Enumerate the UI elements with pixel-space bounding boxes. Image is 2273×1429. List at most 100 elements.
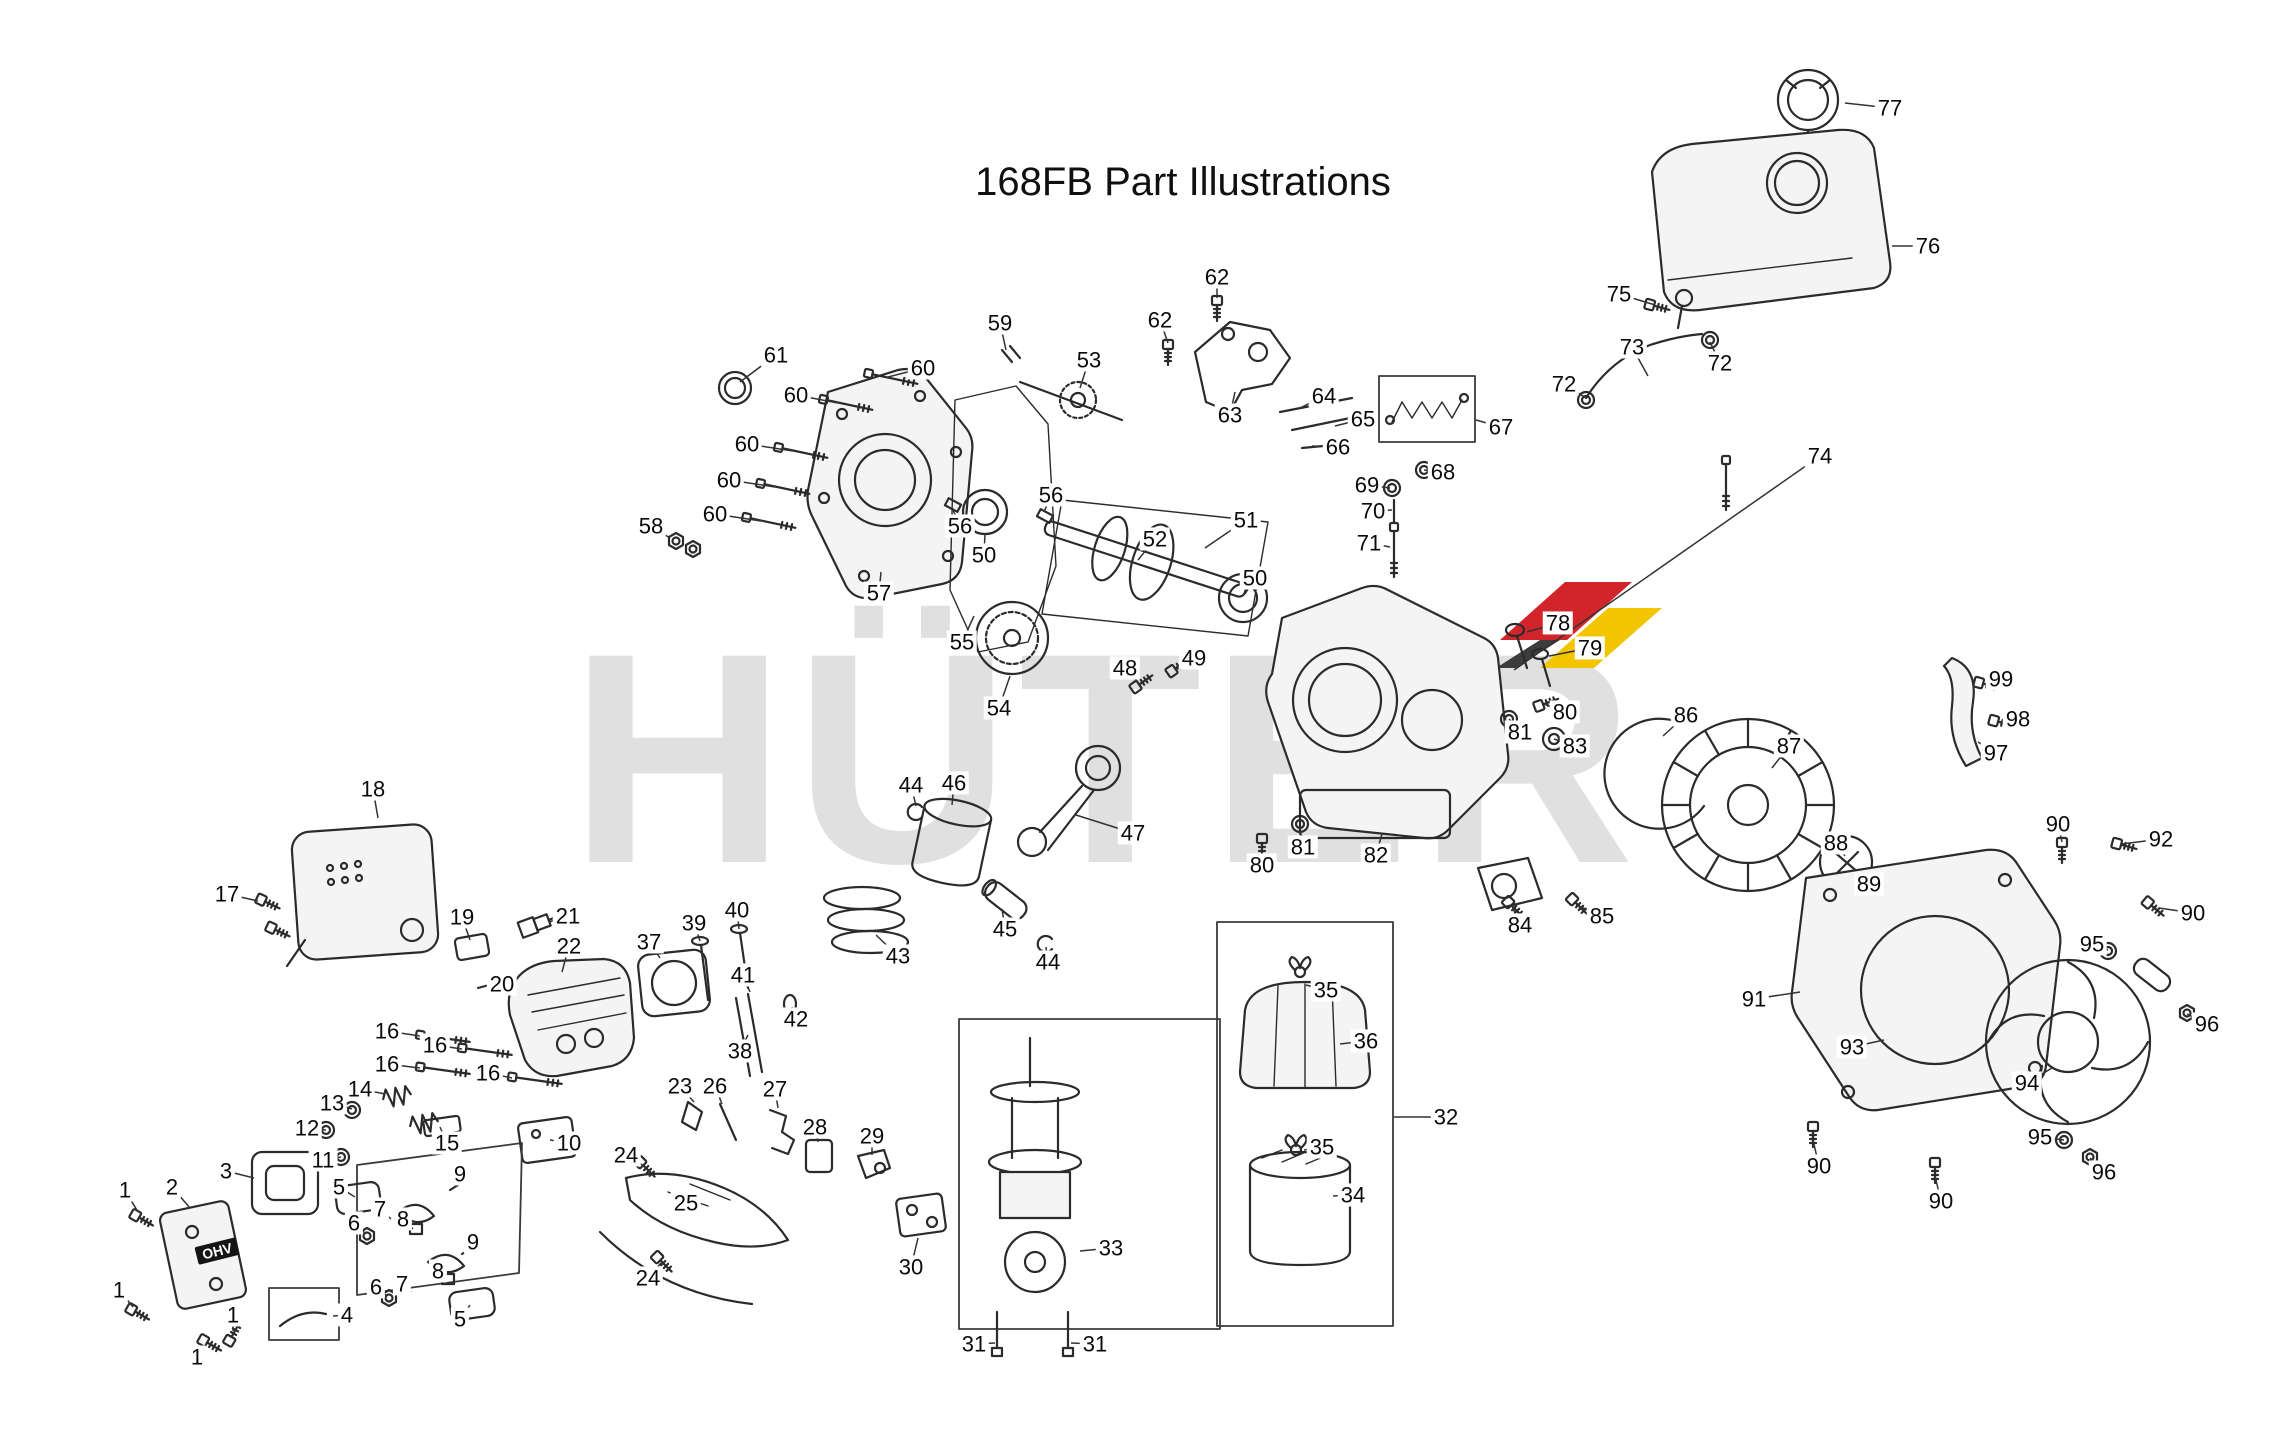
crankshaft [1041, 499, 1269, 637]
part-number-label: 14 [344, 1077, 376, 1101]
part-number-label: 74 [1804, 444, 1836, 468]
part-number-label: 23 [664, 1074, 696, 1098]
part-number-label: 56 [1035, 483, 1067, 507]
part-number-label: 22 [553, 934, 585, 958]
part-number-label: 69 [1351, 473, 1383, 497]
part-number-label: 99 [1985, 667, 2017, 691]
muffler-stay [1942, 656, 1984, 768]
part-number-label: 1 [109, 1278, 129, 1302]
part-number-label: 5 [450, 1307, 470, 1331]
part-number-label: 60 [713, 468, 745, 492]
flywheel [1660, 717, 1836, 893]
part-number-label: 16 [472, 1061, 504, 1085]
part-number-label: 48 [1109, 656, 1141, 680]
part-number-label: 35 [1306, 1135, 1338, 1159]
part-number-label: 52 [1139, 527, 1171, 551]
part-number-label: 21 [552, 904, 584, 928]
part-number-label: 75 [1603, 282, 1635, 306]
part-number-label: 19 [446, 905, 478, 929]
part-number-label: 82 [1360, 843, 1392, 867]
part-number-label: 20 [486, 972, 518, 996]
part-number-label: 47 [1117, 821, 1149, 845]
part-number-label: 50 [1239, 566, 1271, 590]
part-number-label: 26 [699, 1074, 731, 1098]
piston [911, 797, 993, 887]
part-number-label: 83 [1559, 734, 1591, 758]
piston-rings [822, 885, 910, 955]
part-number-label: 70 [1357, 499, 1389, 523]
part-number-label: 61 [760, 343, 792, 367]
part-number-label: 54 [983, 696, 1015, 720]
intake-spacer [895, 1192, 947, 1238]
part-number-label: 34 [1337, 1183, 1369, 1207]
part-number-label: 36 [1350, 1029, 1382, 1053]
part-number-label: 68 [1427, 460, 1459, 484]
part-number-label: 60 [731, 432, 763, 456]
part-number-label: 88 [1820, 831, 1852, 855]
part-number-label: 8 [393, 1207, 413, 1231]
part-number-label: 16 [371, 1019, 403, 1043]
fuel-hose [1576, 297, 1720, 410]
connecting-rod [1016, 744, 1122, 858]
piston-pin [981, 878, 1028, 921]
part-number-label: 84 [1504, 913, 1536, 937]
part-number-label: 4 [337, 1303, 357, 1327]
part-number-label: 17 [211, 882, 243, 906]
part-number-label: 77 [1874, 96, 1906, 120]
part-number-label: 30 [895, 1255, 927, 1279]
fuel-tank [1650, 128, 1892, 330]
part-number-label: 39 [678, 911, 710, 935]
part-number-label: 41 [727, 963, 759, 987]
oil-seal [717, 370, 753, 406]
part-number-label: 44 [1032, 950, 1064, 974]
part-number-label: 60 [699, 502, 731, 526]
part-number-label: 90 [2042, 812, 2074, 836]
part-number-label: 96 [2191, 1012, 2223, 1036]
part-number-label: 50 [968, 543, 1000, 567]
breather-tube-box [268, 1287, 340, 1341]
part-number-label: 42 [780, 1007, 812, 1031]
part-number-label: 10 [553, 1131, 585, 1155]
crankcase-cover [806, 367, 974, 600]
part-number-label: 62 [1144, 308, 1176, 332]
part-number-label: 33 [1095, 1236, 1127, 1260]
part-number-label: 6 [344, 1211, 364, 1235]
balancer-shaft [1000, 344, 1124, 422]
ignition-coil [1476, 856, 1592, 922]
muffler [285, 823, 440, 968]
part-number-label: 80 [1246, 853, 1278, 877]
part-number-label: 85 [1586, 904, 1618, 928]
part-number-label: 28 [799, 1115, 831, 1139]
part-number-label: 31 [1079, 1332, 1111, 1356]
part-number-label: 81 [1287, 835, 1319, 859]
part-number-label: 97 [1980, 741, 2012, 765]
part-number-label: 57 [863, 581, 895, 605]
part-number-label: 95 [2024, 1125, 2056, 1149]
part-number-label: 55 [946, 630, 978, 654]
part-number-label: 43 [882, 944, 914, 968]
part-number-label: 98 [2002, 707, 2034, 731]
part-number-label: 64 [1308, 384, 1340, 408]
part-number-label: 66 [1322, 435, 1354, 459]
charging-coil [1603, 717, 1706, 830]
engine-mount-bolt [1720, 454, 1732, 512]
part-number-label: 11 [308, 1148, 338, 1172]
recoil-starter [1984, 957, 2172, 1126]
part-number-label: 3 [216, 1159, 236, 1183]
part-number-label: 9 [463, 1230, 483, 1254]
part-number-label: 24 [632, 1266, 664, 1290]
part-number-label: 1 [115, 1178, 135, 1202]
part-number-label: 1 [187, 1345, 207, 1369]
part-number-label: 46 [938, 771, 970, 795]
governor-spring-box [1378, 375, 1476, 443]
carburetor-box [958, 1018, 1221, 1330]
part-number-label: 16 [419, 1033, 451, 1057]
part-number-label: 81 [1504, 720, 1536, 744]
part-number-label: 62 [1201, 265, 1233, 289]
part-number-label: 90 [1925, 1189, 1957, 1213]
part-number-label: 27 [759, 1077, 791, 1101]
part-number-label: 59 [984, 311, 1016, 335]
part-number-label: 96 [2088, 1160, 2120, 1184]
cover-gasket [949, 385, 1057, 653]
